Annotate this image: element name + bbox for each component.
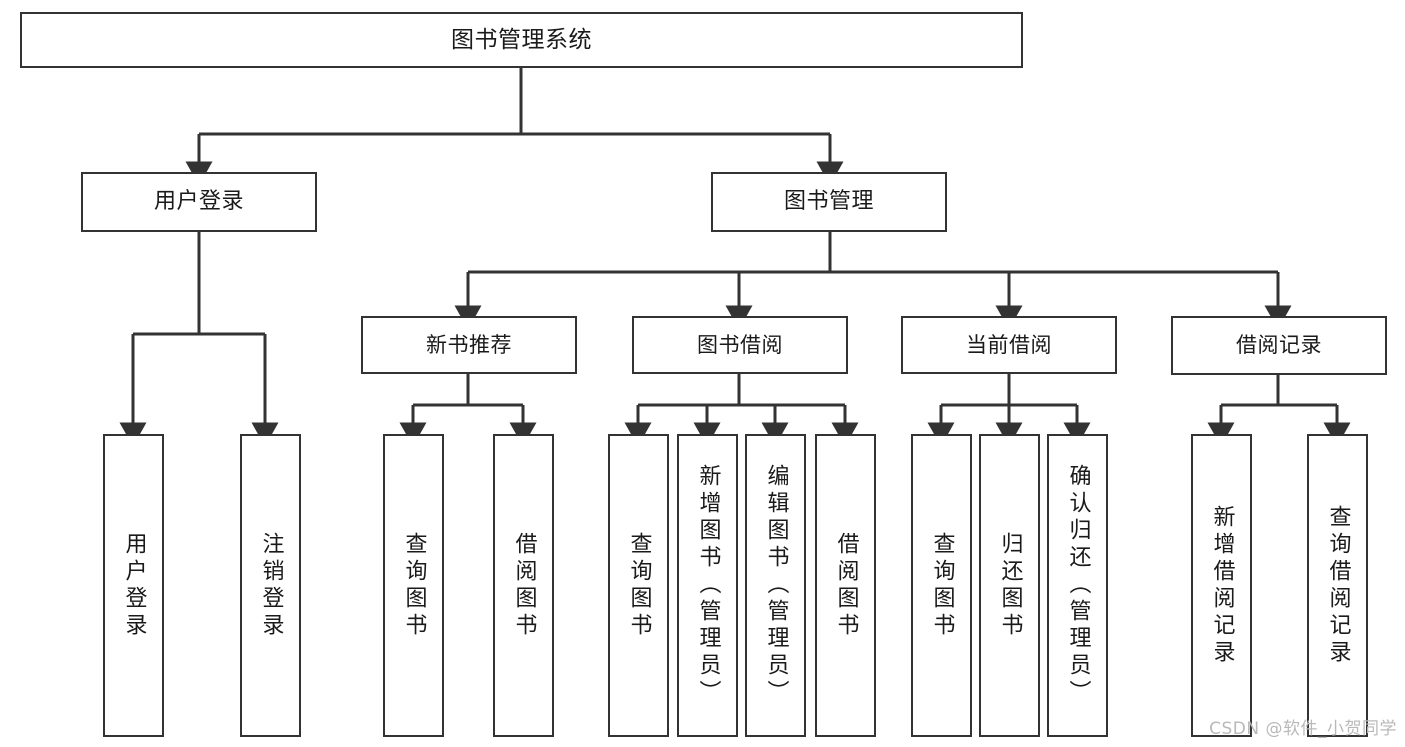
node-new-book-recommend[interactable]: 新书推荐 [361,316,577,374]
node-label: 确认归还（管理员） [1065,464,1091,707]
node-label: 图书借阅 [697,332,783,357]
node-label: 图书管理系统 [451,26,592,53]
leaf-user-logout[interactable]: 注销登录 [240,434,301,737]
node-label: 借阅记录 [1236,333,1322,358]
csdn-watermark: CSDN @软件_小贺同学 [1209,719,1397,739]
leaf-edit-book-admin[interactable]: 编辑图书（管理员） [745,434,806,737]
node-label: 新增借阅记录 [1209,504,1235,667]
leaf-query-borrow-record[interactable]: 查询借阅记录 [1307,434,1368,737]
node-borrow-record[interactable]: 借阅记录 [1171,316,1387,375]
leaf-return-book[interactable]: 归还图书 [979,434,1040,737]
node-label: 新书推荐 [426,332,512,357]
leaf-borrow-book-new[interactable]: 借阅图书 [493,434,554,737]
node-current-borrow[interactable]: 当前借阅 [901,316,1117,374]
leaf-add-book-admin[interactable]: 新增图书（管理员） [677,434,738,737]
node-book-management[interactable]: 图书管理 [711,172,947,232]
leaf-query-book-borrow[interactable]: 查询图书 [608,434,669,737]
node-book-borrow[interactable]: 图书借阅 [632,316,848,374]
node-user-login[interactable]: 用户登录 [81,172,317,232]
leaf-query-book-current[interactable]: 查询图书 [911,434,972,737]
leaf-user-login[interactable]: 用户登录 [103,434,164,737]
node-label: 查询图书 [401,531,427,640]
node-label: 注销登录 [258,531,284,640]
node-label: 当前借阅 [966,332,1052,357]
node-label: 借阅图书 [511,531,537,640]
node-label: 新增图书（管理员） [695,464,721,707]
node-label: 用户登录 [153,189,244,215]
node-root-book-management-system[interactable]: 图书管理系统 [20,12,1023,68]
node-label: 用户登录 [121,531,147,640]
node-label: 编辑图书（管理员） [763,464,789,707]
leaf-borrow-book-borrow[interactable]: 借阅图书 [815,434,876,737]
node-label: 查询图书 [626,531,652,640]
leaf-add-borrow-record[interactable]: 新增借阅记录 [1191,434,1252,737]
node-label: 查询图书 [929,531,955,640]
node-label: 借阅图书 [833,531,859,640]
node-label: 归还图书 [997,531,1023,640]
leaf-confirm-return-admin[interactable]: 确认归还（管理员） [1047,434,1108,737]
leaf-query-book-new[interactable]: 查询图书 [383,434,444,737]
node-label: 图书管理 [783,189,874,215]
node-label: 查询借阅记录 [1325,504,1351,667]
